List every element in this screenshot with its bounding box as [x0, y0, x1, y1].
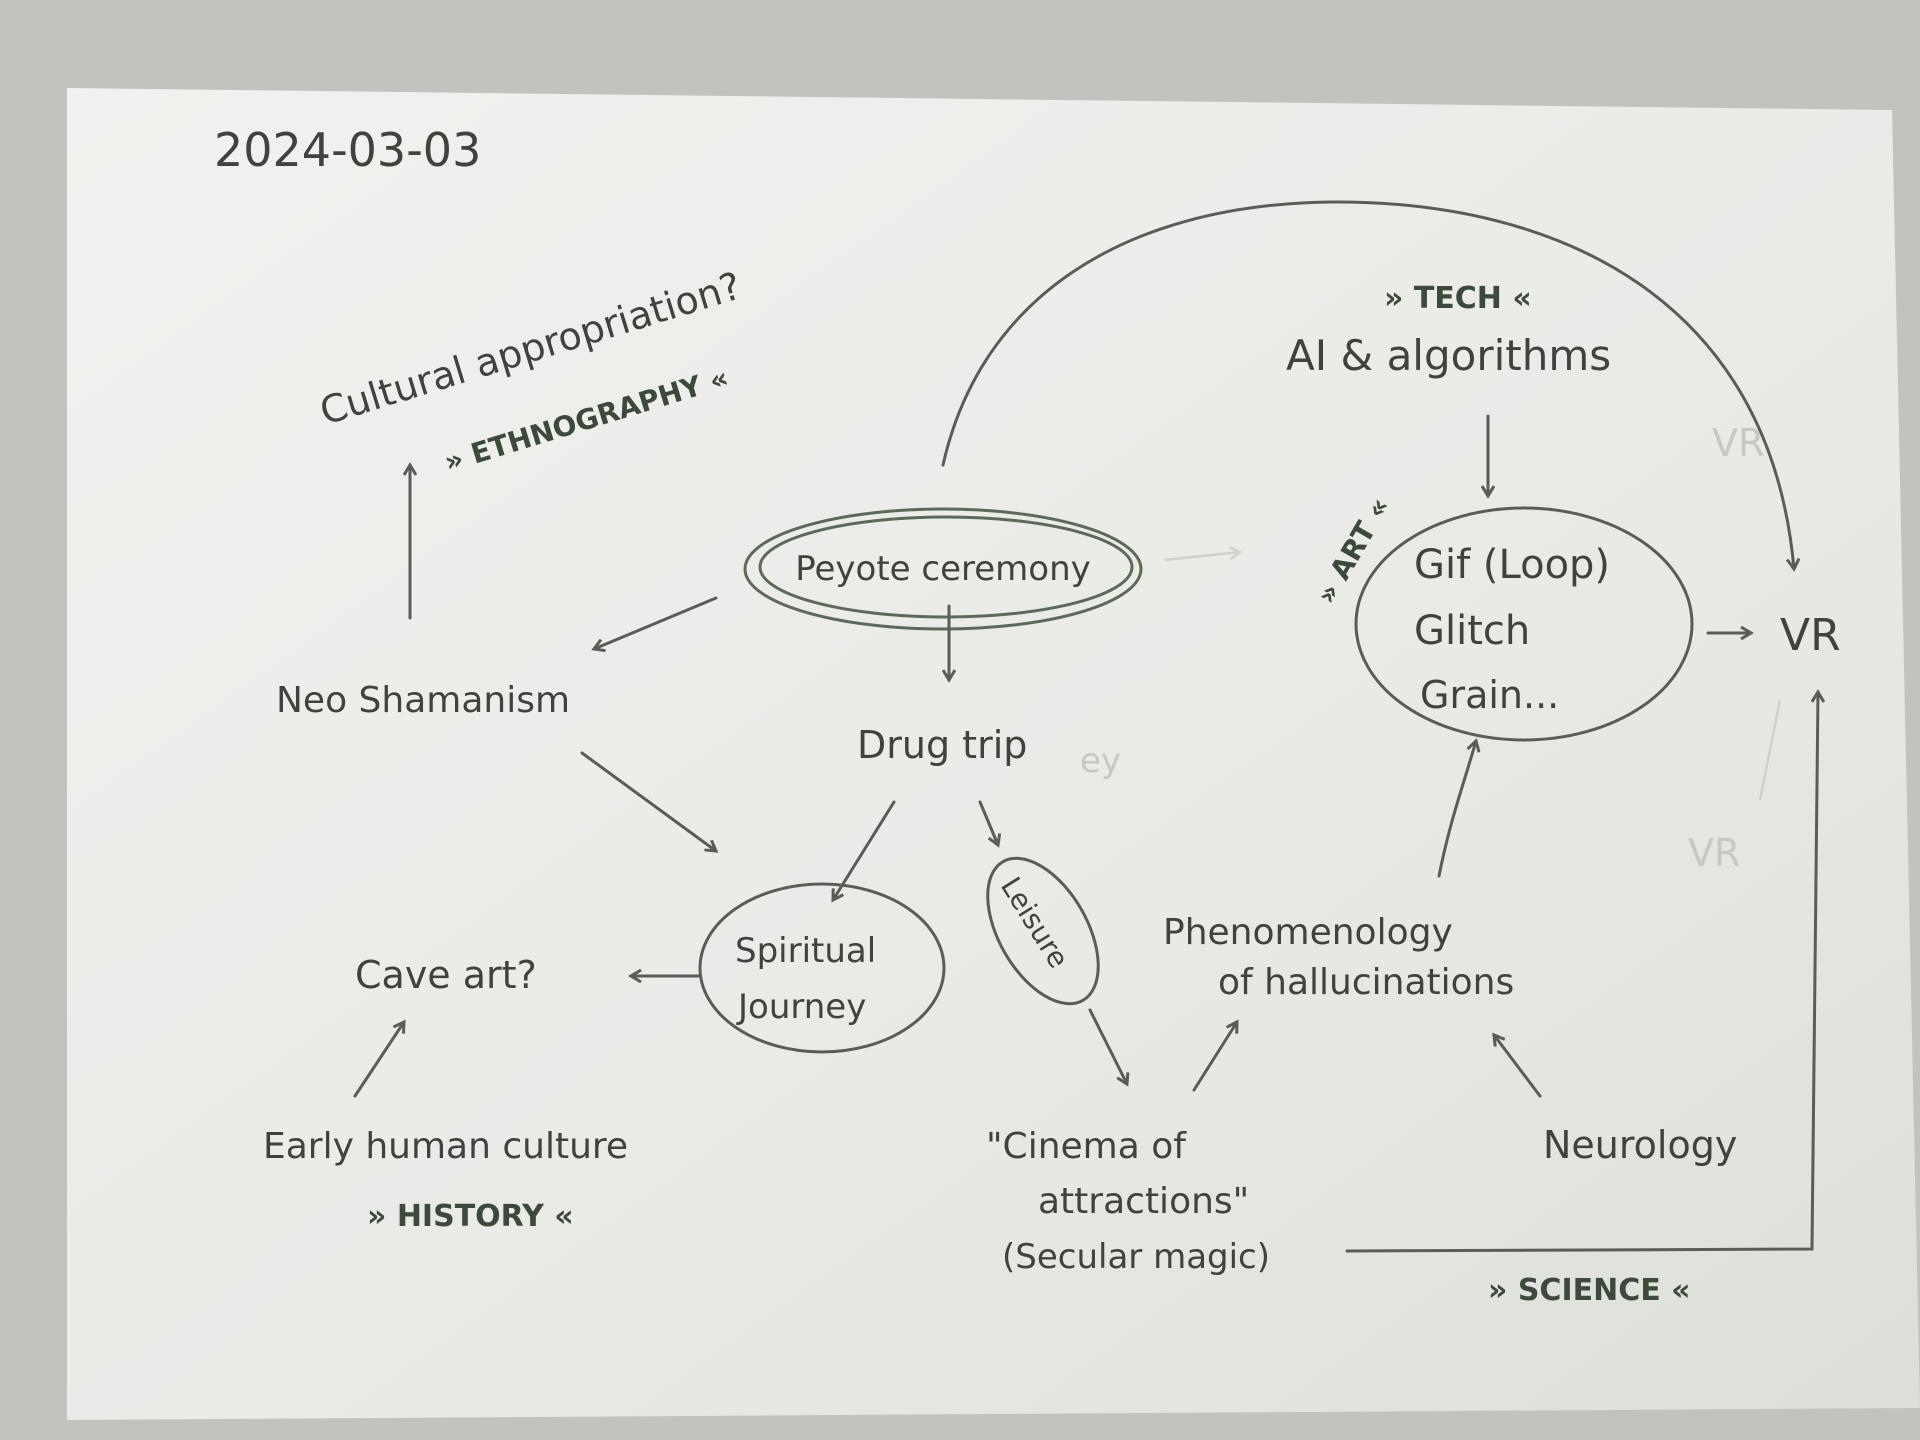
node-peyote-ceremony: Peyote ceremony: [743, 507, 1143, 631]
node-cave-art: Cave art?: [355, 953, 537, 997]
node-spiritual-journey: Spiritual Journey: [698, 882, 946, 1054]
node-neo-shamanism: Neo Shamanism: [276, 680, 570, 721]
arrow-cinema-to-phenomenology: [1192, 1022, 1237, 1092]
node-ai-algorithms: AI & algorithms: [1286, 331, 1611, 380]
arrow-peyote-to-neo: [594, 596, 718, 649]
category-science: » SCIENCE «: [1488, 1273, 1691, 1308]
node-cinema-line3: (Secular magic): [1002, 1237, 1270, 1277]
node-cinema-line1: "Cinema of: [986, 1126, 1187, 1167]
arrow-leisure-to-cinema: [1088, 1008, 1127, 1084]
category-history: » HISTORY «: [367, 1199, 574, 1234]
node-drug-trip: Drug trip: [857, 723, 1027, 767]
peyote-label: Peyote ceremony: [795, 549, 1091, 589]
arrow-neo-to-spiritual: [580, 751, 716, 851]
paper-sheet: [67, 88, 1920, 1420]
faint-erased-text: ey: [1080, 741, 1121, 781]
node-phenomenology-line1: Phenomenology: [1163, 912, 1453, 953]
arrow-science-to-vr: [1345, 692, 1818, 1253]
node-cinema-line2: attractions": [1038, 1181, 1249, 1222]
grain-label: Grain...: [1420, 673, 1559, 717]
node-early-human-culture: Early human culture: [263, 1126, 628, 1167]
arrow-neurology-to-phenomenology: [1494, 1035, 1542, 1098]
spiritual-label: Spiritual: [735, 931, 876, 971]
date-label: 2024-03-03: [214, 123, 481, 177]
faint-vr-top: VR: [1712, 421, 1764, 465]
gif-loop-label: Gif (Loop): [1414, 542, 1610, 588]
arrow-early-to-cave: [353, 1022, 404, 1098]
journey-label: Journey: [736, 987, 866, 1027]
arrow-phenomenology-to-art: [1437, 741, 1476, 878]
category-tech: » TECH «: [1384, 281, 1532, 316]
faint-erased-line: [1758, 699, 1782, 801]
node-vr: VR: [1780, 610, 1841, 661]
node-neurology: Neurology: [1543, 1123, 1737, 1167]
faint-vr-bottom: VR: [1688, 831, 1740, 875]
glitch-label: Glitch: [1414, 608, 1530, 654]
arrow-drug-to-leisure: [978, 800, 998, 845]
faint-arrow-peyote-to-art: [1164, 552, 1240, 562]
node-art-forms: Gif (Loop) Glitch Grain...: [1354, 506, 1694, 742]
arc-peyote-to-vr: [941, 200, 1794, 569]
arrow-drug-to-spiritual: [833, 800, 896, 900]
node-phenomenology-line2: of hallucinations: [1218, 962, 1514, 1003]
